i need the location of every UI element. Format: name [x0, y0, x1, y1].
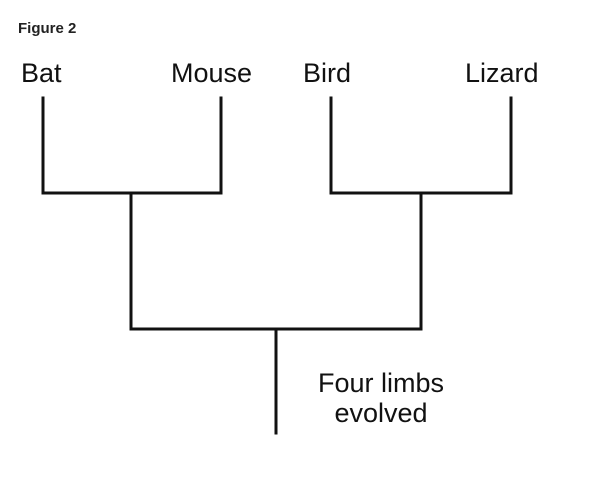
taxon-label-mouse: Mouse [171, 58, 253, 88]
annotation-line-1: Four limbs [317, 368, 445, 398]
taxon-label-bird: Bird [303, 58, 352, 88]
taxon-label-bat: Bat [21, 58, 62, 88]
root-annotation: Four limbs evolved [298, 368, 464, 428]
taxon-label-lizard: Lizard [465, 58, 539, 88]
figure-label: Figure 2 [18, 20, 77, 37]
annotation-line-2: evolved [334, 398, 428, 428]
